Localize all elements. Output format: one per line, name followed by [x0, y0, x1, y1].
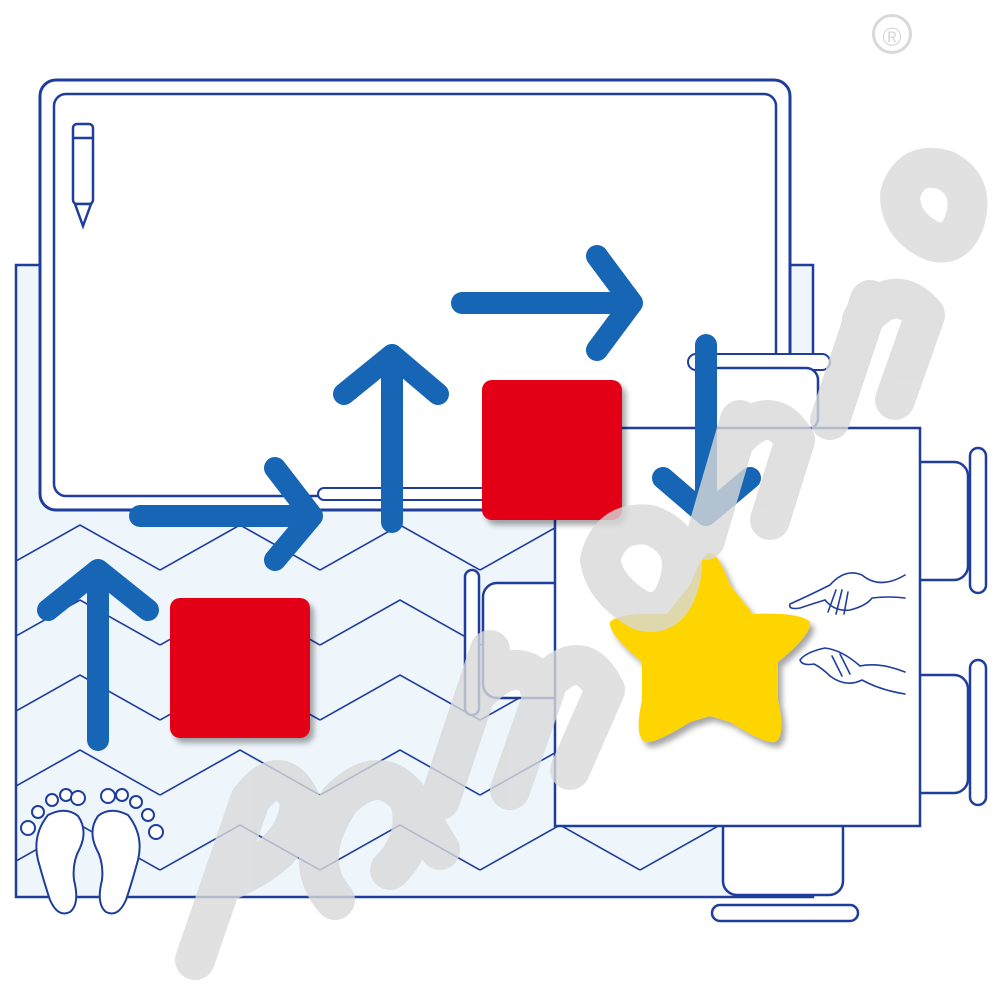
watermark-logo	[175, 147, 988, 980]
arrow-right-1	[129, 457, 323, 571]
arrows	[37, 245, 761, 751]
arrow-right-2	[451, 245, 643, 361]
red-square-1	[170, 598, 310, 738]
red-square-2	[482, 380, 622, 520]
arrow-up-1	[37, 559, 159, 751]
footprints-icon	[20, 788, 164, 915]
marker-icon	[71, 122, 95, 230]
arrow-up-2	[333, 344, 449, 533]
yellow-star	[609, 553, 811, 743]
registered-trademark-icon: ®	[872, 14, 912, 54]
hands-icon	[788, 572, 906, 695]
